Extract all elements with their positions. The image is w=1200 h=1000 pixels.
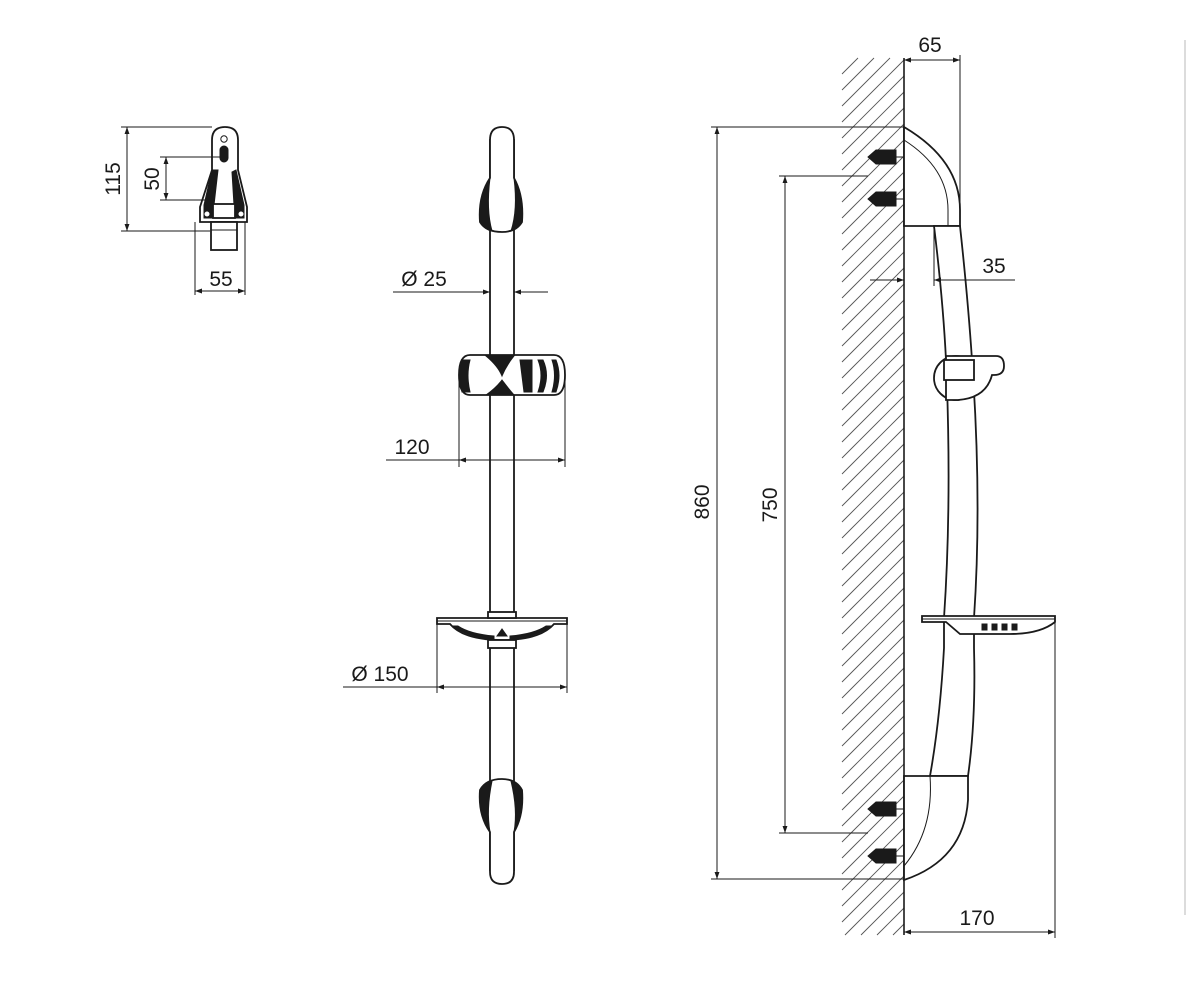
hatch-line <box>841 747 905 811</box>
slider <box>458 354 566 396</box>
hatch-line <box>841 651 905 715</box>
hatch-line <box>841 571 905 635</box>
hatch-line <box>841 523 905 587</box>
hatch-line <box>841 57 859 75</box>
holder-screw-right <box>237 210 245 218</box>
hatch-line <box>841 395 905 459</box>
hatch-line <box>841 57 875 91</box>
dim-slider-width: 120 <box>394 436 429 459</box>
top-cap-shade <box>479 177 493 232</box>
dim-holder-hole-spacing: 50 <box>141 167 164 190</box>
screw-bottom-1 <box>867 801 904 817</box>
hatch-line <box>841 57 891 107</box>
hatch-line <box>841 763 905 827</box>
hatch-line <box>841 811 905 875</box>
hatch-line <box>841 59 905 123</box>
hatch-line <box>841 475 905 539</box>
hatch-line <box>841 731 905 795</box>
hatch-line <box>841 427 905 491</box>
hatch-line <box>841 619 905 683</box>
screw-top-2 <box>867 191 904 207</box>
holder-view: 115 50 55 <box>102 126 248 295</box>
hatch-line <box>841 507 905 571</box>
dim-dish-diameter: Ø 150 <box>351 663 408 686</box>
dim-wall-bracket-depth: 65 <box>918 34 941 57</box>
hatch-line <box>841 459 905 523</box>
hatch-line <box>841 219 905 283</box>
hatch-line <box>841 331 905 395</box>
hatch-line <box>841 491 905 555</box>
hatch-line <box>841 699 905 763</box>
hatch-line <box>841 299 905 363</box>
hatch-line <box>876 907 905 936</box>
dim-rail-offset: 35 <box>982 255 1005 278</box>
hatch-line <box>841 667 905 731</box>
hatch-line <box>841 363 905 427</box>
screw-bottom-2 <box>867 848 904 864</box>
hatch-line <box>841 251 905 315</box>
hatch-line <box>860 891 905 936</box>
hatch-line <box>841 267 905 331</box>
dim-overall-height: 860 <box>691 484 714 519</box>
front-view: Ø 25 120 Ø 150 <box>343 126 568 885</box>
hatch-line <box>841 155 905 219</box>
rail <box>489 139 515 871</box>
dim-rail-diameter: Ø 25 <box>401 268 447 291</box>
hatch-line <box>841 539 905 603</box>
hatch-line <box>841 91 905 155</box>
hatch-line <box>841 107 905 171</box>
holder-hole-top <box>220 135 228 143</box>
hatch-line <box>841 203 905 267</box>
holder-slot <box>219 145 229 163</box>
hatch-line <box>841 75 905 139</box>
hatch-line <box>841 347 905 411</box>
hatch-line <box>841 443 905 507</box>
hatch-line <box>841 235 905 299</box>
hatch-line <box>841 315 905 379</box>
hatch-line <box>844 875 905 936</box>
hatch-line <box>841 411 905 475</box>
bottom-end-cap <box>478 778 524 885</box>
dim-dish-projection: 170 <box>959 907 994 930</box>
wall-hatching <box>841 57 905 936</box>
dim-mount-spacing: 750 <box>759 487 782 522</box>
side-rail <box>928 225 979 777</box>
hatch-line <box>841 379 905 443</box>
side-view: 65 35 860 750 170 <box>691 34 1056 938</box>
dim-holder-width: 55 <box>209 268 232 291</box>
bottom-bracket <box>903 775 969 882</box>
hatch-line <box>841 715 905 779</box>
holder-screw-left <box>203 210 211 218</box>
hatch-line <box>892 923 905 936</box>
hatch-line <box>841 603 905 667</box>
screw-top-1 <box>867 149 904 165</box>
hatch-line <box>841 283 905 347</box>
hatch-line <box>841 555 905 619</box>
hatch-line <box>841 859 905 923</box>
hatch-line <box>841 683 905 747</box>
holder-stem <box>210 221 238 251</box>
hatch-line <box>841 635 905 699</box>
top-bracket <box>903 125 961 227</box>
hatch-line <box>841 587 905 651</box>
dim-holder-height: 115 <box>102 162 125 195</box>
holder-clamp <box>212 203 236 219</box>
